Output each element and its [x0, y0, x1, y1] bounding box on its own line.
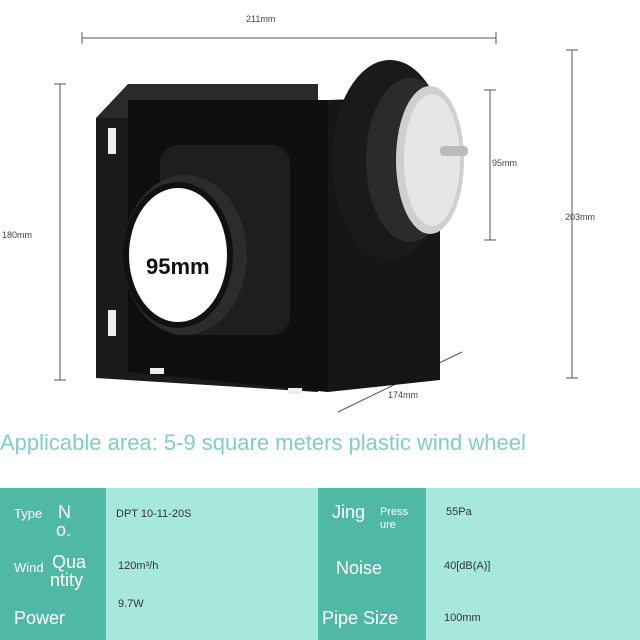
applicable-area-headline: Applicable area: 5-9 square meters plast…: [0, 430, 526, 455]
wind-label-part: ntity: [50, 570, 84, 590]
wind-label-part: Wind: [14, 560, 44, 575]
spec-value-noise: 40[dB(A)]: [426, 540, 640, 592]
spec-label-power: Power: [0, 592, 106, 640]
pipe-value: 100mm: [444, 612, 481, 624]
inlet-dimension-label: 95mm: [146, 254, 210, 279]
power-value: 9.7W: [118, 598, 144, 610]
spec-value-power: 9.7W: [106, 592, 318, 640]
noise-value: 40[dB(A)]: [444, 560, 491, 572]
depth-dimension-label: 174mm: [388, 390, 419, 400]
spec-value-type: DPT 10-11-20S: [106, 488, 318, 540]
spec-label-wind: Wind Qua ntity: [0, 540, 106, 592]
pressure-value: 55Pa: [446, 506, 472, 518]
wind-value: 120m³/h: [118, 560, 159, 572]
product-illustration: 211mm 180mm 203mm 95mm 174mm 95mm: [2, 14, 596, 413]
right-height-dimension-label: 203mm: [565, 212, 596, 222]
spec-value-pressure: 55Pa: [426, 488, 640, 540]
pressure-label-part: ure: [380, 519, 396, 531]
spec-table: Type N o. DPT 10-11-20S Jing Press ure 5…: [0, 488, 640, 640]
power-label: Power: [14, 608, 66, 628]
type-label-part: o.: [56, 520, 72, 540]
type-label-part: Type: [14, 506, 43, 521]
width-dimension-label: 211mm: [246, 14, 276, 24]
type-value: DPT 10-11-20S: [116, 508, 192, 520]
spec-label-pipe: Pipe Size: [318, 592, 426, 640]
noise-label: Noise: [336, 558, 383, 578]
left-height-dimension-label: 180mm: [2, 230, 33, 240]
spec-label-noise: Noise: [318, 540, 426, 592]
spec-label-pressure: Jing Press ure: [318, 488, 426, 540]
spec-value-wind: 120m³/h: [106, 540, 318, 592]
pipe-label: Pipe Size: [322, 608, 399, 628]
spec-label-type: Type N o.: [0, 488, 106, 540]
spec-value-pipe: 100mm: [426, 592, 640, 640]
pressure-label-part: Jing: [332, 502, 366, 522]
type-label-part: N: [58, 502, 71, 522]
pressure-label-part: Press: [380, 506, 409, 518]
outlet-dimension-label: 95mm: [492, 158, 518, 168]
wind-label-part: Qua: [52, 552, 87, 572]
fan-drawing: [54, 32, 578, 413]
